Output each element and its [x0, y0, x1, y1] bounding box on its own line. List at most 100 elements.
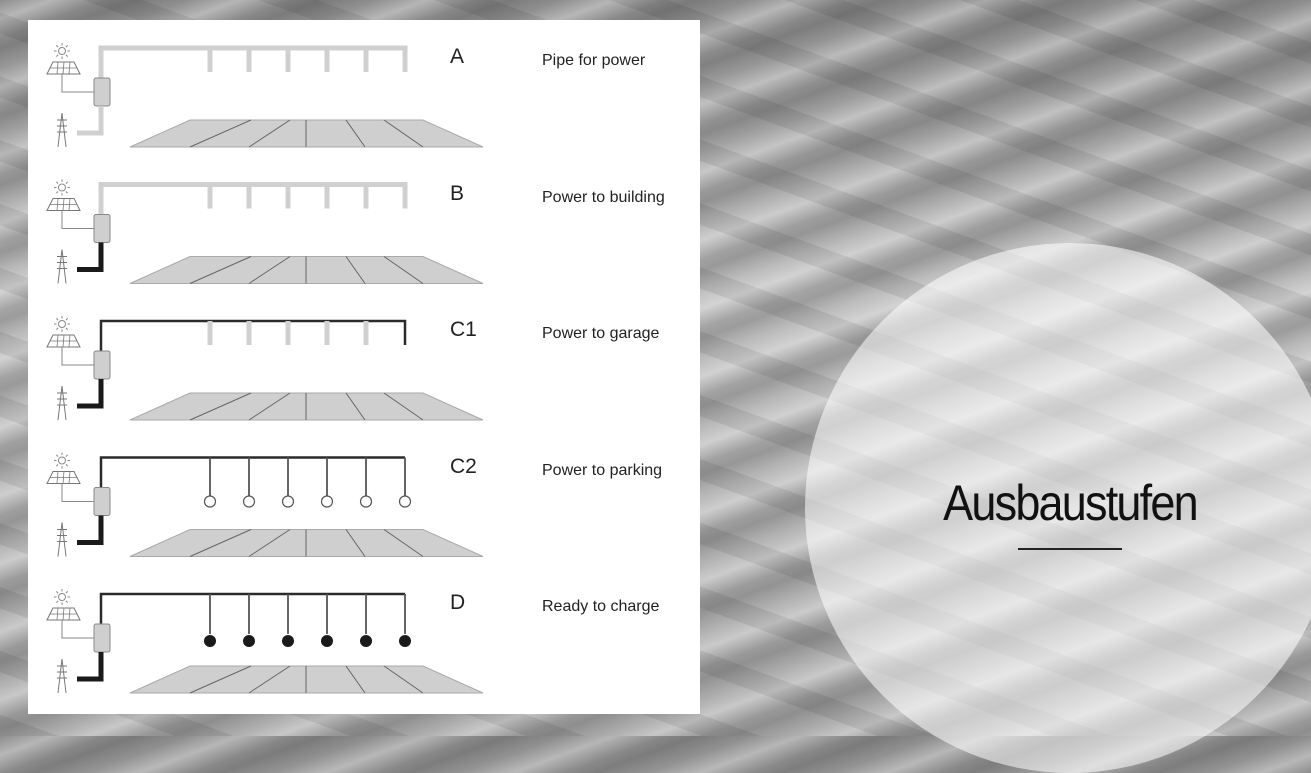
solar-panel-grid	[68, 607, 71, 621]
solar-panel-grid	[62, 607, 65, 621]
sun-ray	[65, 327, 69, 331]
stage-letter: A	[450, 45, 465, 68]
charger-installed-icon	[399, 635, 411, 647]
stage-row-c1	[46, 316, 484, 421]
parking-divider	[189, 529, 252, 557]
parking-divider	[345, 529, 366, 557]
solar-panel-grid	[62, 334, 65, 348]
charger-outlet-empty-icon	[203, 495, 217, 508]
distribution-box-icon	[93, 350, 111, 380]
parking-divider	[345, 119, 366, 148]
grid-connection-pipe	[77, 242, 104, 272]
sun-ray	[65, 191, 69, 194]
parking-divider	[189, 119, 252, 148]
stage-label: Ready to charge	[542, 598, 660, 615]
solar-panel-grid	[56, 61, 59, 75]
parking-divider	[248, 665, 291, 694]
parking-divider	[383, 665, 424, 694]
grid-connection-pipe	[77, 652, 104, 682]
sun-ray	[55, 464, 59, 467]
power-tower-icon	[57, 249, 67, 284]
stages-diagram	[46, 43, 484, 694]
sun-ray	[55, 54, 59, 58]
power-tower-icon	[57, 385, 67, 421]
charger-installed-icon	[321, 635, 333, 647]
sun-icon	[58, 183, 66, 192]
sun-ray	[55, 44, 59, 48]
parking-divider	[189, 665, 252, 694]
stage-row-c2	[46, 452, 484, 557]
solar-panel-grid	[68, 334, 71, 348]
power-pipe	[99, 456, 405, 488]
distribution-box-icon	[93, 487, 111, 516]
sun-ray	[55, 590, 59, 594]
sun-icon	[58, 593, 66, 601]
charger-installed-icon	[243, 635, 255, 647]
sun-icon	[58, 47, 66, 55]
solar-panel-grid	[62, 198, 65, 211]
parking-divider	[248, 119, 291, 148]
solar-panel-grid	[56, 471, 59, 484]
distribution-box-icon	[93, 77, 111, 107]
stage-label: Pipe for power	[542, 52, 646, 69]
sun-ray	[65, 54, 69, 58]
power-pipe	[98, 182, 408, 215]
parking-divider	[345, 392, 366, 421]
stage-label: Power to building	[542, 188, 665, 206]
stage-label: Power to parking	[542, 461, 663, 479]
power-tower-icon	[57, 658, 67, 694]
charger-outlet-empty-icon	[398, 495, 412, 508]
solar-connection-line	[61, 74, 94, 93]
charger-installed-icon	[204, 635, 216, 647]
stage-letter: D	[450, 591, 466, 614]
power-tower-icon	[57, 522, 67, 557]
stage-letter: B	[450, 181, 465, 205]
power-pipe	[99, 319, 407, 351]
sun-ray	[65, 181, 69, 184]
parking-divider	[345, 665, 366, 694]
power-tower-icon	[57, 112, 67, 148]
stage-letter: C1	[450, 318, 477, 341]
sun-ray	[55, 317, 59, 321]
title-circle	[805, 243, 1311, 773]
sun-ray	[55, 327, 59, 331]
power-pipe	[99, 592, 405, 624]
solar-panel-grid	[56, 334, 59, 348]
parking-divider	[383, 529, 424, 557]
sun-ray	[55, 181, 59, 184]
charger-installed-icon	[360, 635, 372, 647]
charger-installed-icon	[282, 635, 294, 647]
sun-ray	[65, 464, 69, 467]
sun-ray	[55, 600, 59, 604]
stage-row-a	[46, 43, 484, 148]
sun-ray	[65, 454, 69, 457]
stage-label: Power to garage	[542, 325, 660, 342]
sun-ray	[65, 590, 69, 594]
grid-connection-pipe	[77, 515, 104, 545]
sun-ray	[65, 44, 69, 48]
parking-divider	[248, 529, 291, 557]
stage-letter: C2	[450, 454, 477, 478]
parking-divider	[383, 392, 424, 421]
charger-outlet-empty-icon	[359, 495, 373, 508]
parking-divider	[383, 256, 424, 284]
solar-panel-grid	[62, 61, 65, 75]
sun-icon	[58, 320, 66, 328]
charger-outlet-empty-icon	[320, 495, 334, 508]
sun-ray	[65, 317, 69, 321]
parking-divider	[383, 119, 424, 148]
parking-divider	[189, 256, 252, 284]
solar-panel-grid	[56, 607, 59, 621]
slide-title: Ausbaustufen	[943, 475, 1198, 531]
parking-divider	[345, 256, 366, 284]
charger-outlet-empty-icon	[281, 495, 295, 508]
stage-row-d	[46, 589, 484, 694]
grid-connection-pipe	[77, 379, 104, 409]
solar-connection-line	[61, 483, 94, 502]
solar-panel-grid	[56, 198, 59, 211]
sun-ray	[65, 600, 69, 604]
title-underline	[1018, 548, 1122, 550]
parking-divider	[248, 392, 291, 421]
solar-panel-grid	[68, 198, 71, 211]
